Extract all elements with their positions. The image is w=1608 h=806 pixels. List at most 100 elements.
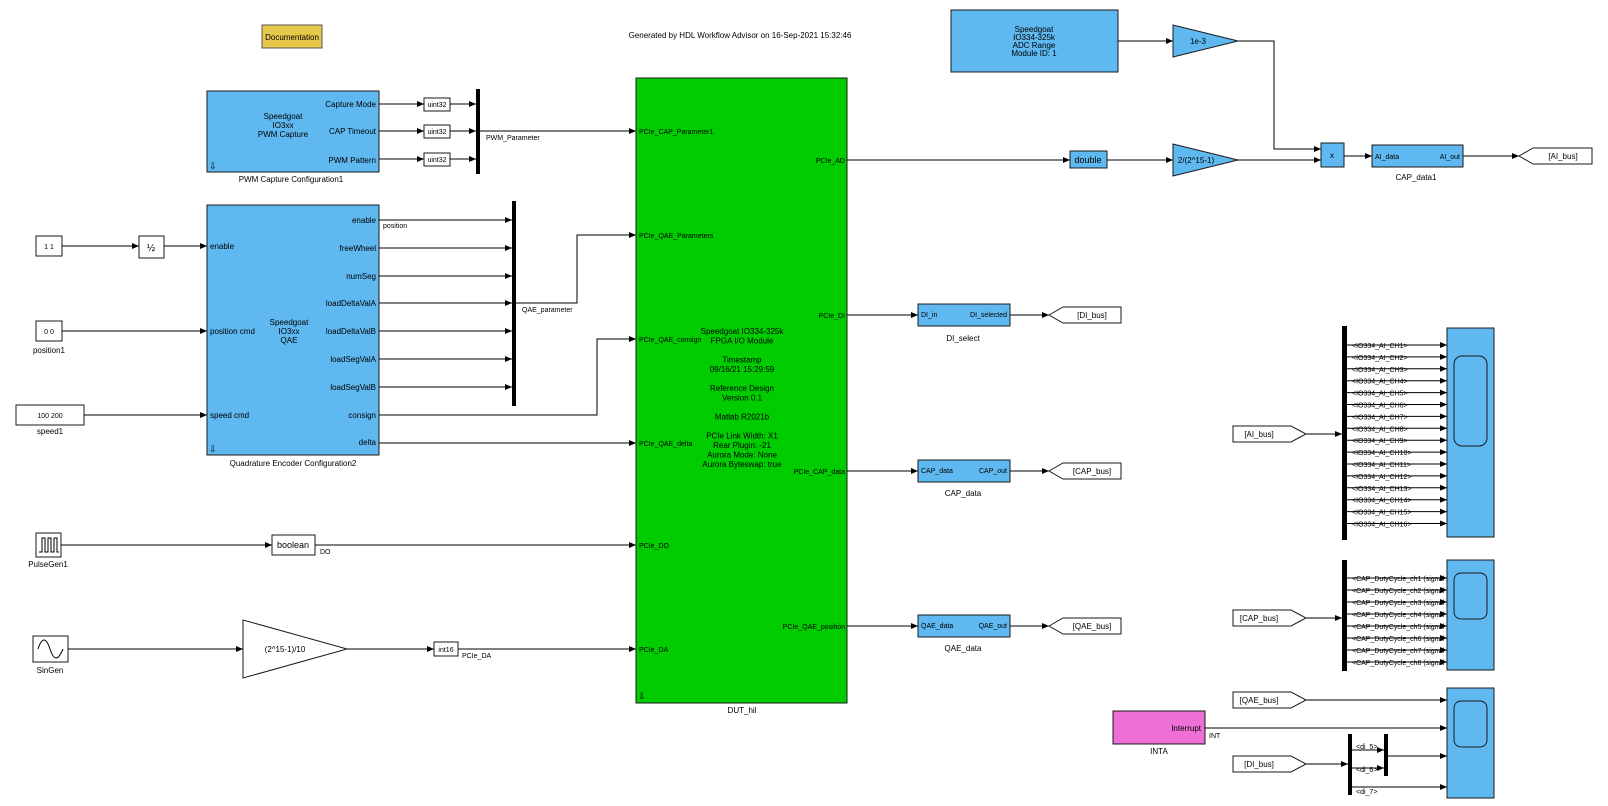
constant-position[interactable]: 0 0 [35,320,63,342]
cap-bus-selector[interactable] [1342,560,1347,671]
qae-bus-creator[interactable] [512,201,516,406]
dut-body-line: Rear Plugin: -21 [713,441,771,450]
ai-signal-label: <IO334_AI_CH3> [1352,367,1408,374]
adc-body-line: Module ID: 1 [1011,49,1057,58]
di-select-subsystem[interactable]: DI_in DI_selected [917,303,1011,327]
ai-signal-label: <IO334_AI_CH8> [1352,426,1408,433]
goto-qae-bus[interactable]: [QAE_bus] [1047,617,1122,635]
mask-arrow-icon: ⇩ [209,161,217,171]
adc-body-line: IO334-325k [1013,33,1056,42]
dut-body-line: Aurora Byteswap: true [702,460,782,469]
int16-convert[interactable]: int16 [433,641,459,657]
ai-bus-selector[interactable] [1342,326,1347,540]
from-di-bus[interactable]: [DI_bus] [1232,755,1308,773]
cap1-in-label: AI_data [1375,154,1399,161]
adc-range-block[interactable]: Speedgoat IO334-325k ADC Range Module ID… [950,9,1119,73]
boolean-convert[interactable]: boolean [271,534,316,556]
convert-label: uint32 [427,157,446,164]
dut-hil-block[interactable]: PCIe_CAP_Parameter1 PCIe_QAE_Parameters … [635,77,848,704]
pulse-generator[interactable] [35,532,62,558]
adc-body-line: Speedgoat [1015,25,1054,34]
inta-caption: INTA [1150,747,1168,756]
double-convert[interactable]: double [1069,150,1108,169]
constant-enable[interactable]: 1 1 [35,235,63,257]
di-mux[interactable] [1384,734,1388,776]
cap-signal-label: <CAP_DutyCycle_ch7 (signal 31)> [1352,648,1460,655]
uint32-convert-2[interactable]: uint32 [423,124,451,139]
cap-signal-label: <CAP_DutyCycle_ch8 (signal 32)> [1352,660,1460,667]
qae-input-label: speed cmd [210,411,249,420]
uint32-convert-1[interactable]: uint32 [423,97,451,112]
scope-screen-icon [1453,572,1488,620]
qae-output-label: delta [359,438,377,447]
scope-screen-icon [1453,700,1488,748]
cap1-out-label: AI_out [1440,154,1460,161]
dut-caption: DUT_hil [728,706,757,715]
constant-value: 1 1 [44,244,54,251]
cap-data1-subsystem[interactable]: AI_data AI_out [1371,144,1464,168]
ai-signal-label: <IO334_AI_CH5> [1352,391,1408,398]
cap1-caption: CAP_data1 [1396,173,1437,182]
ai-signal-label: <IO334_AI_CH2> [1352,355,1408,362]
dut-body-line: Timestamp [722,356,762,365]
gain-value: (2^15-1)/10 [265,645,306,654]
qae-data-caption: QAE_data [945,644,982,653]
qae-caption: Quadrature Encoder Configuration2 [230,459,357,468]
product-block[interactable]: x [1320,142,1345,168]
goto-ai-bus[interactable]: [AI_bus] [1517,147,1593,165]
qae-output-label: loadDeltaValB [326,327,376,336]
misc-scope[interactable] [1446,687,1495,799]
dut-body-line: Version 0.1 [722,394,763,403]
qae-data-subsystem[interactable]: QAE_data QAE_out [917,614,1011,638]
dut-input-label: PCIe_CAP_Parameter1 [639,129,713,136]
dut-output-label: PCIe_QAE_position [783,624,845,631]
dut-output-label: PCIe_DI [819,313,846,320]
pwm-bus-creator[interactable] [476,89,480,174]
documentation-button[interactable]: Documentation [261,24,323,49]
inta-block[interactable]: Interrupt [1112,710,1206,745]
ai-signal-label: <IO334_AI_CH15> [1352,510,1412,517]
uint32-convert-3[interactable]: uint32 [423,152,451,167]
gain-1e-3[interactable]: 1e-3 [1172,24,1239,58]
from-ai-bus[interactable]: [AI_bus] [1232,425,1308,443]
pwm-capture-block[interactable]: Speedgoat IO3xx PWM Capture Capture Mode… [206,90,380,173]
gain-da[interactable]: (2^15-1)/10 [242,619,349,679]
ai-scope[interactable] [1446,327,1495,538]
from-label: [AI_bus] [1244,430,1273,439]
qae-in-label: QAE_data [921,623,953,630]
di-signal-label: <di_5> [1356,744,1377,751]
di-signal-label: <di_7> [1356,789,1377,796]
pwm-port-label: PWM Pattern [328,156,376,165]
from-cap-bus[interactable]: [CAP_bus] [1232,609,1308,627]
goto-di-bus[interactable]: [DI_bus] [1047,306,1122,324]
qae-bus-label: QAE_parameter [522,307,573,314]
qae-input-label: enable [210,242,235,251]
from-qae-bus[interactable]: [QAE_bus] [1232,691,1308,709]
qae-output-label: loadSegValB [330,383,376,392]
dut-output-label: PCIe_AD [816,158,845,165]
ai-signal-label: <IO334_AI_CH4> [1352,379,1408,386]
qae-config-block[interactable]: Speedgoat IO3xx QAE enable position cmd … [206,204,380,456]
int16-label: int16 [438,647,453,654]
singen-caption: SinGen [37,666,64,675]
qae-out-label: QAE_out [979,623,1007,630]
convert-label: uint32 [427,129,446,136]
goto-cap-bus[interactable]: [CAP_bus] [1047,462,1122,480]
cap-data-subsystem[interactable]: CAP_data CAP_out [917,459,1011,483]
dut-body-line: 09/16/21 15:29:59 [710,365,775,374]
dut-body-line: Matlab R2021b [715,413,770,422]
qae-output-label: enable [352,216,377,225]
sine-generator[interactable] [32,635,69,663]
di-bus-selector[interactable] [1348,734,1352,795]
documentation-label: Documentation [265,33,319,42]
gain-half[interactable]: ½ [138,235,165,259]
ai-signal-label: <IO334_AI_CH9> [1352,438,1408,445]
pulse-caption: PulseGen1 [28,560,68,569]
gain-2-over[interactable]: 2/(2^15-1) [1172,143,1239,177]
qae-body-line: QAE [281,336,298,345]
dut-body-line: FPGA I/O Module [711,337,774,346]
pwm-port-label: Capture Mode [325,100,376,109]
cap-signal-label: <CAP_DutyCycle_ch1 (signal 25)> [1352,576,1460,583]
constant-speed[interactable]: 100 200 [15,404,85,426]
cap-scope[interactable] [1446,559,1495,671]
